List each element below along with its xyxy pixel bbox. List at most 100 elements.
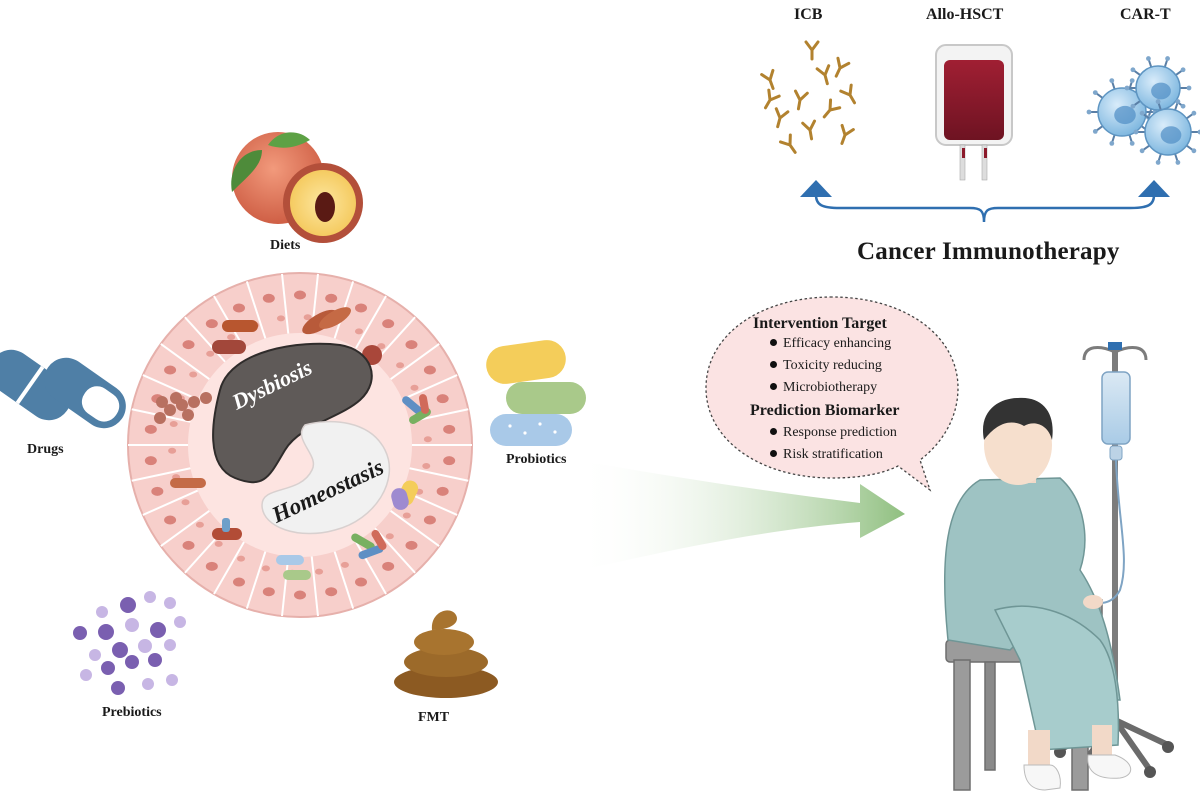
prebiotic-dot	[166, 674, 178, 686]
cancer-immunotherapy-title: Cancer Immunotherapy	[857, 238, 1120, 265]
cell-wall	[160, 343, 210, 380]
peach-icon	[231, 132, 363, 243]
cell-nucleus	[303, 314, 312, 321]
cell-wall	[142, 489, 199, 516]
cell-wall	[390, 510, 440, 547]
cell-wall	[401, 374, 458, 401]
allo-hsct-label: Allo-HSCT	[926, 6, 1004, 23]
bullet-item: Toxicity reducing	[770, 358, 882, 374]
cell-nucleus	[423, 365, 436, 375]
cell-nucleus	[294, 590, 306, 600]
therapy-bracket-arrows	[814, 194, 1156, 223]
antibody	[834, 56, 851, 78]
car-t-label: CAR-T	[1120, 6, 1171, 23]
cell-wall	[355, 295, 387, 349]
cell-nucleus	[164, 515, 177, 525]
bullet-item: Efficacy enhancing	[770, 336, 891, 352]
cell-wall	[333, 551, 355, 609]
cell-nucleus	[261, 565, 270, 572]
prebiotic-dot	[98, 624, 114, 640]
cell-nucleus	[436, 394, 449, 404]
antibody-icon	[760, 40, 856, 154]
cell-wall	[245, 281, 267, 339]
cell-wall	[142, 374, 199, 401]
prebiotics-label: Prebiotics	[102, 705, 162, 720]
bullet-item: Risk stratification	[770, 447, 883, 463]
cell-nucleus	[436, 486, 449, 496]
dysbiosis-shape	[212, 342, 373, 484]
cell-nucleus	[355, 303, 368, 313]
intervention-target-title: Intervention Target	[753, 315, 887, 332]
cell-nucleus	[315, 568, 324, 575]
antibody	[815, 64, 831, 86]
arrow-up-left-icon	[800, 180, 832, 197]
antibody	[801, 119, 817, 141]
antibody	[774, 107, 790, 129]
prebiotic-dot	[125, 618, 139, 632]
antibody	[778, 133, 797, 154]
cell-nucleus	[423, 436, 432, 443]
prebiotic-dots-icon	[73, 591, 186, 695]
cell-nucleus	[340, 561, 349, 568]
cell-nucleus	[169, 421, 178, 428]
antibody	[764, 88, 781, 110]
cell-nucleus	[294, 290, 306, 300]
bullet-item: Microbiotherapy	[770, 380, 877, 396]
homeostasis-shape	[261, 420, 391, 535]
cell-nucleus	[377, 343, 386, 350]
cell-wall	[281, 273, 290, 334]
cell-nucleus	[189, 371, 198, 378]
prebiotic-dot	[164, 597, 176, 609]
prebiotic-dot	[125, 655, 139, 669]
cell-nucleus	[396, 362, 405, 369]
patient-figure	[943, 397, 1132, 791]
cell-nucleus	[262, 587, 275, 597]
cell-nucleus	[443, 424, 456, 434]
cell-nucleus	[214, 540, 223, 547]
cell-nucleus	[405, 340, 418, 350]
cell-nucleus	[276, 315, 285, 322]
cell-nucleus	[182, 540, 195, 550]
cell-nucleus	[237, 555, 246, 562]
cell-wall	[184, 316, 226, 363]
cell-nucleus	[144, 456, 157, 466]
bullet-item: Response prediction	[770, 425, 897, 441]
prebiotic-dot	[148, 653, 162, 667]
drugs-label: Drugs	[27, 442, 64, 457]
cell-wall	[160, 510, 210, 547]
prebiotic-dot	[80, 669, 92, 681]
cell-wall	[355, 541, 387, 595]
cell-nucleus	[325, 587, 338, 597]
cell-nucleus	[385, 533, 394, 540]
cell-wall	[374, 527, 416, 574]
car-t-cell	[1133, 99, 1200, 165]
prebiotic-dot	[111, 681, 125, 695]
prebiotic-dot	[142, 678, 154, 690]
cell-wall	[131, 467, 191, 482]
cell-nucleus	[205, 319, 218, 329]
cell-nucleus	[423, 515, 436, 525]
cell-wall	[281, 556, 290, 617]
speech-bubble	[705, 296, 959, 492]
icb-label: ICB	[794, 6, 823, 23]
prebiotic-dot	[120, 597, 136, 613]
prebiotic-dot	[164, 639, 176, 651]
prebiotic-dot	[112, 642, 128, 658]
cell-nucleus	[168, 447, 177, 454]
cell-nucleus	[144, 424, 157, 434]
gut-ring	[127, 272, 473, 618]
prebiotic-dot	[101, 661, 115, 675]
probiotics-label: Probiotics	[506, 452, 567, 467]
bacteria-icons	[154, 307, 431, 580]
prebiotic-dot	[73, 626, 87, 640]
antibody	[760, 68, 775, 90]
cell-nucleus	[232, 577, 245, 587]
cell-nucleus	[206, 350, 215, 357]
cell-nucleus	[402, 512, 411, 519]
prebiotic-dot	[138, 639, 152, 653]
diets-label: Diets	[270, 238, 301, 253]
antibody	[793, 89, 809, 111]
cell-nucleus	[205, 561, 218, 571]
cell-nucleus	[262, 293, 275, 303]
